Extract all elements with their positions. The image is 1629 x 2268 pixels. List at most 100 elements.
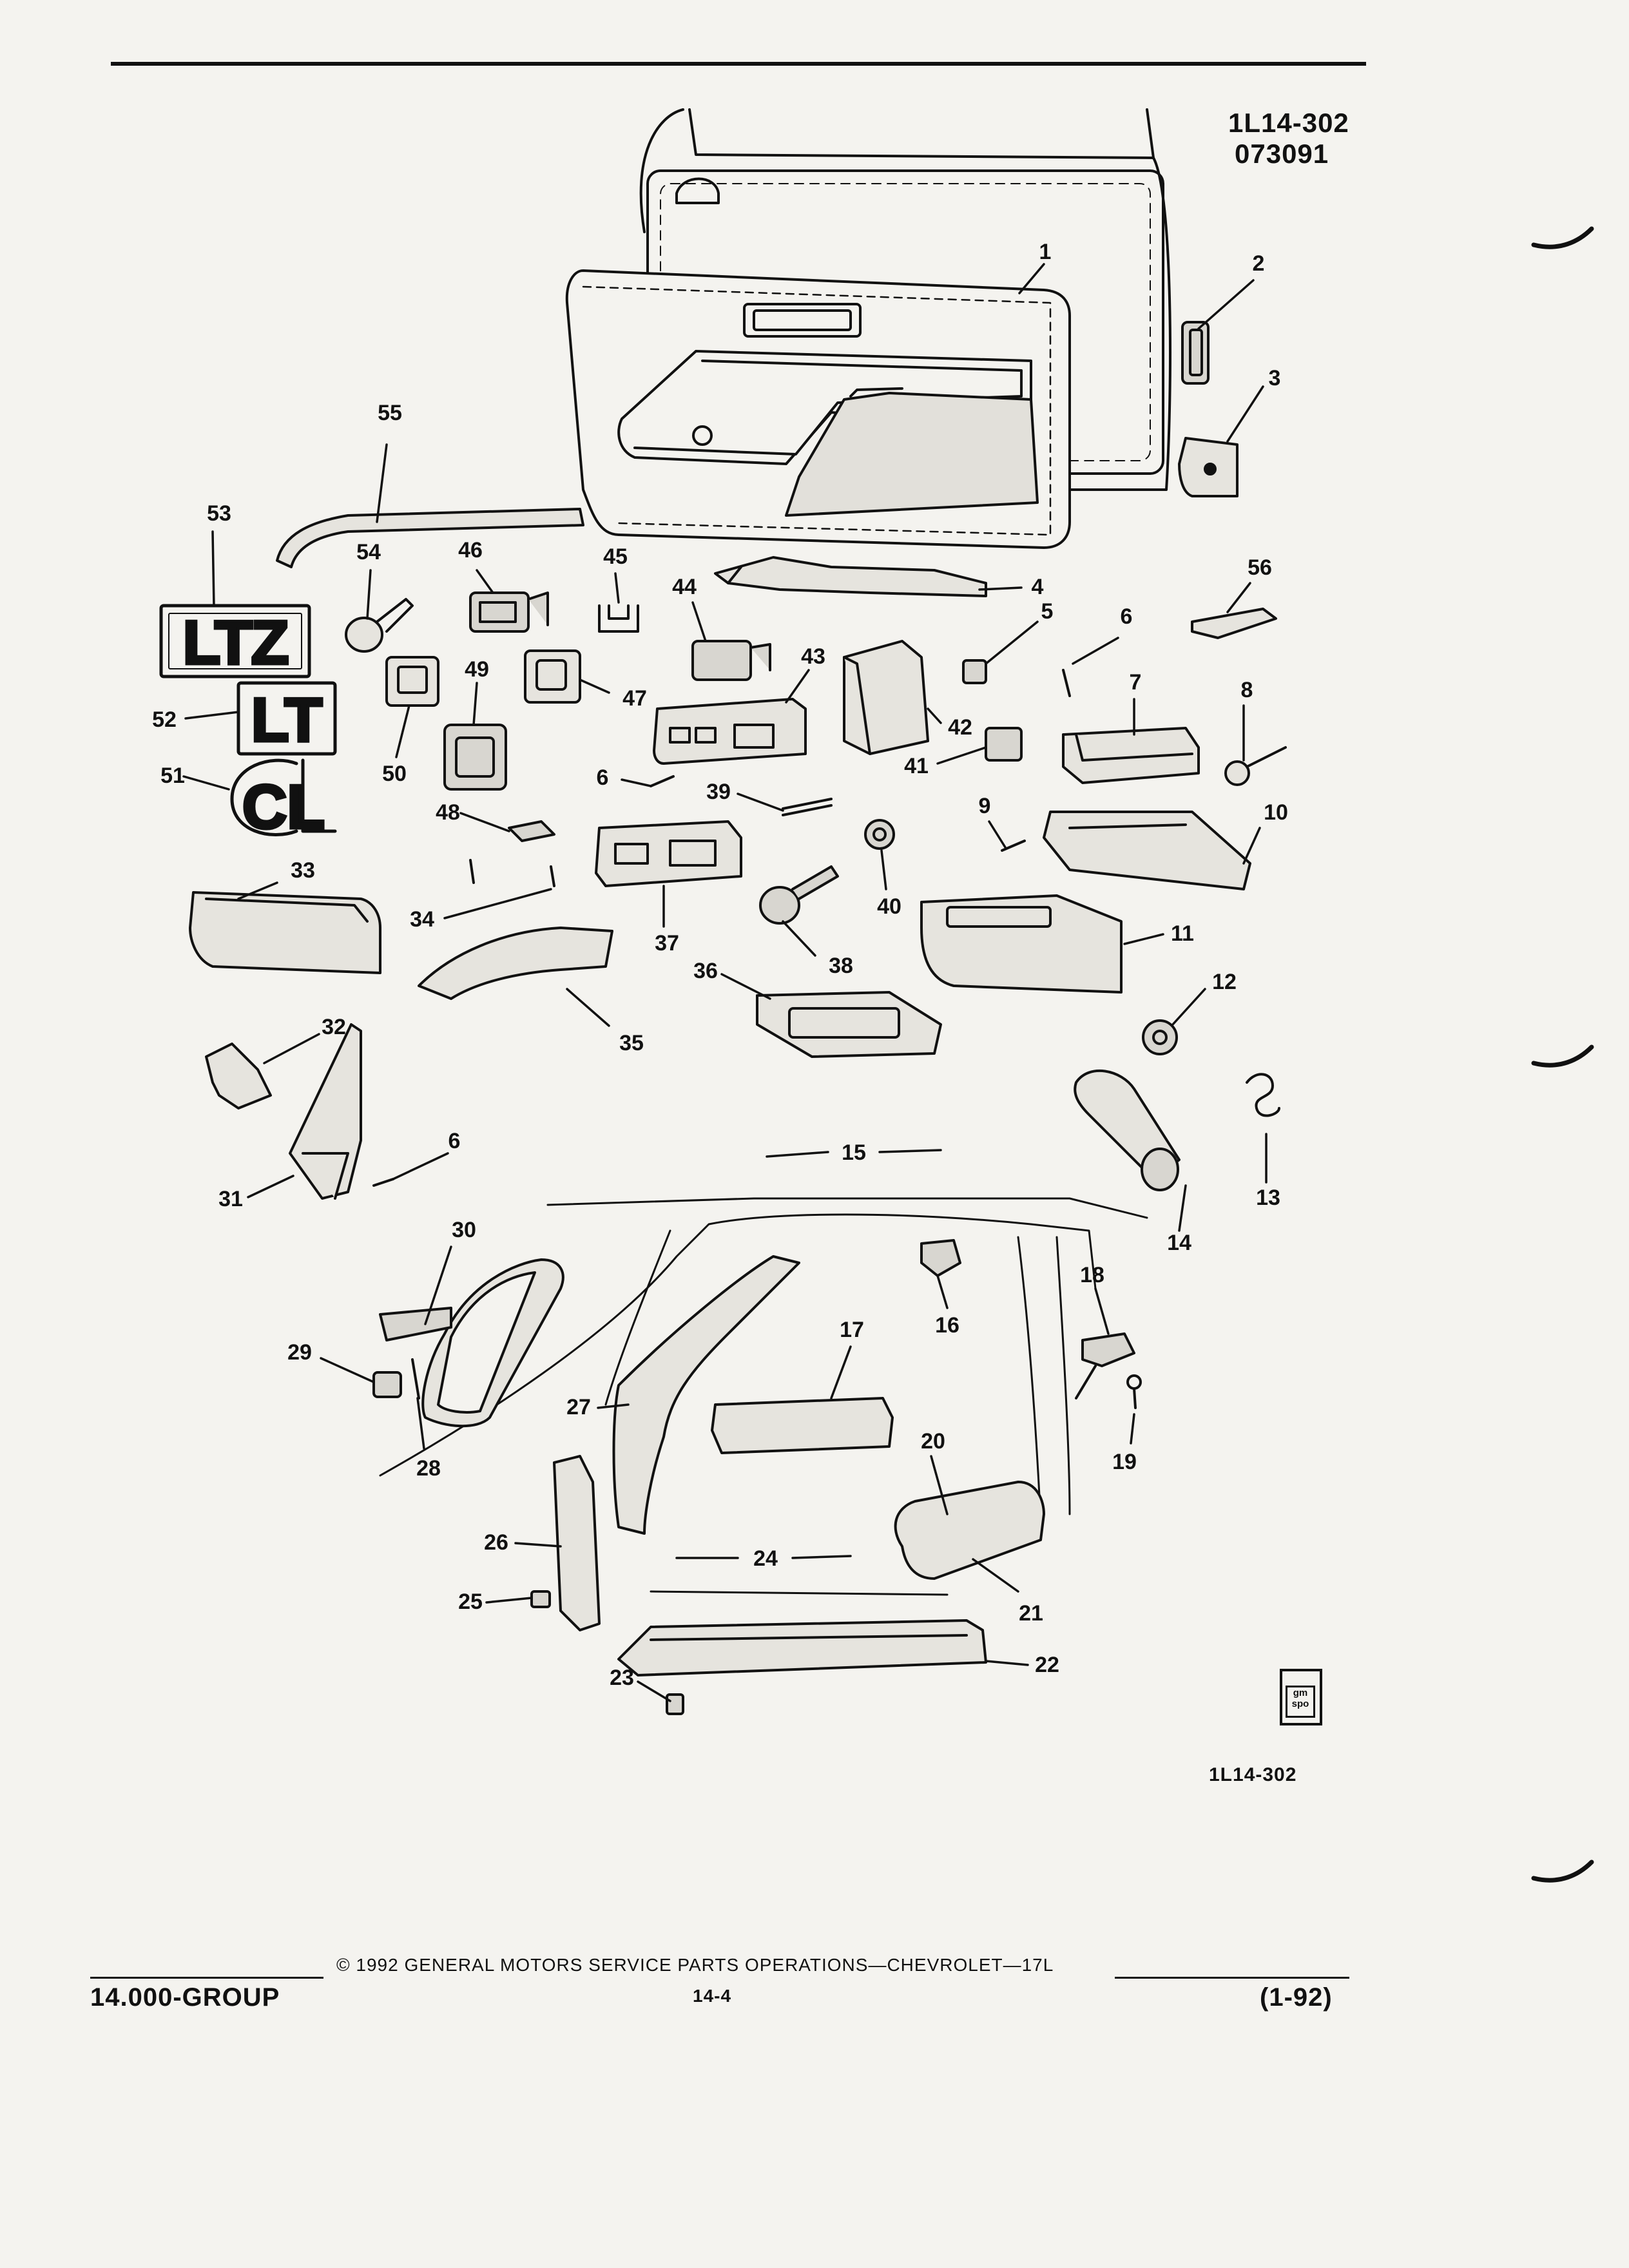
leader-52 bbox=[184, 711, 240, 720]
footer-page-number: 14-4 bbox=[693, 1986, 732, 2006]
leader-9 bbox=[988, 820, 1007, 849]
leader-48 bbox=[459, 812, 510, 832]
callout-38: 38 bbox=[829, 954, 853, 978]
callout-7: 7 bbox=[1130, 670, 1142, 695]
part-44-switch bbox=[691, 640, 771, 681]
part-11-armrest bbox=[920, 894, 1123, 994]
leader-3 bbox=[1226, 385, 1264, 443]
callout-20: 20 bbox=[921, 1429, 945, 1454]
leader-6b bbox=[621, 778, 652, 787]
callout-49: 49 bbox=[465, 657, 489, 682]
part-12-bushing bbox=[1142, 1019, 1178, 1055]
leader-25 bbox=[485, 1597, 533, 1604]
callout-40: 40 bbox=[877, 894, 901, 919]
part-8-screw bbox=[1224, 746, 1287, 786]
callout-17: 17 bbox=[840, 1318, 864, 1342]
callout-4: 4 bbox=[1032, 575, 1044, 599]
callout-9: 9 bbox=[979, 794, 991, 818]
leader-11 bbox=[1123, 933, 1164, 945]
callout-54: 54 bbox=[356, 540, 381, 564]
part-29-cap bbox=[372, 1371, 402, 1398]
leader-54 bbox=[366, 569, 372, 620]
leader-34 bbox=[443, 888, 552, 919]
leader-40 bbox=[880, 849, 887, 890]
leader-24b bbox=[791, 1555, 852, 1559]
part-32-clip bbox=[205, 1043, 272, 1110]
part-42-cover bbox=[843, 640, 929, 755]
callout-45: 45 bbox=[603, 544, 628, 569]
leader-44 bbox=[691, 601, 707, 642]
door-trim-panel bbox=[565, 269, 1071, 549]
part-21-cover bbox=[894, 1481, 1045, 1580]
leader-18 bbox=[1094, 1287, 1110, 1335]
leader-33 bbox=[237, 881, 278, 900]
leader-5 bbox=[985, 620, 1039, 665]
callout-31: 31 bbox=[218, 1187, 243, 1211]
callout-55: 55 bbox=[378, 401, 402, 425]
part-6-screw-c bbox=[372, 1178, 394, 1187]
figure-code: 1L14-302 bbox=[1228, 108, 1349, 138]
callout-13: 13 bbox=[1256, 1186, 1280, 1210]
callout-10: 10 bbox=[1264, 800, 1288, 825]
callout-51: 51 bbox=[160, 764, 185, 788]
callout-35: 35 bbox=[619, 1031, 644, 1055]
callout-33: 33 bbox=[291, 858, 315, 883]
part-13-clip bbox=[1246, 1073, 1280, 1117]
callout-23: 23 bbox=[610, 1666, 634, 1690]
leader-10 bbox=[1242, 827, 1261, 865]
part-7-grille bbox=[1062, 727, 1200, 784]
callout-26: 26 bbox=[484, 1530, 508, 1555]
part-40-grommet bbox=[864, 819, 895, 850]
part-27-pillar bbox=[612, 1255, 800, 1535]
leader-12 bbox=[1171, 988, 1206, 1026]
callout-27: 27 bbox=[566, 1395, 591, 1419]
callout-41: 41 bbox=[904, 754, 929, 778]
callout-14: 14 bbox=[1167, 1231, 1191, 1255]
leader-38 bbox=[782, 920, 816, 957]
part-36-plate bbox=[756, 991, 942, 1058]
binder-marks bbox=[1531, 226, 1594, 1883]
callout-16: 16 bbox=[935, 1313, 959, 1338]
callout-25: 25 bbox=[458, 1590, 483, 1614]
callout-24: 24 bbox=[753, 1546, 778, 1571]
part-19-screw bbox=[1126, 1374, 1142, 1409]
callout-32: 32 bbox=[322, 1015, 346, 1039]
part-2-clip bbox=[1181, 321, 1210, 385]
leader-31 bbox=[247, 1175, 294, 1198]
part-14-handle bbox=[1074, 1069, 1181, 1191]
leader-32 bbox=[263, 1033, 320, 1064]
callout-46: 46 bbox=[458, 538, 483, 562]
leader-1 bbox=[1018, 263, 1045, 294]
leader-14 bbox=[1178, 1184, 1187, 1232]
leader-36 bbox=[720, 973, 771, 1000]
part-47-bezel bbox=[524, 649, 581, 704]
callout-34: 34 bbox=[410, 907, 434, 932]
callout-6: 6 bbox=[1121, 604, 1133, 629]
emblem-ltz bbox=[159, 604, 311, 678]
callout-39: 39 bbox=[706, 780, 731, 804]
part-49-switch bbox=[443, 724, 507, 791]
leader-30 bbox=[424, 1245, 452, 1325]
leader-50 bbox=[395, 704, 410, 758]
part-30-window-trim bbox=[421, 1258, 564, 1428]
leader-16 bbox=[936, 1274, 949, 1309]
part-48-clip bbox=[508, 820, 555, 842]
leader-15a bbox=[766, 1151, 829, 1158]
leader-21 bbox=[972, 1558, 1019, 1593]
callout-50: 50 bbox=[382, 762, 407, 786]
part-55-weatherstrip bbox=[276, 508, 584, 568]
part-37-bezel bbox=[595, 820, 742, 887]
gm-spo-logo: gm spo bbox=[1280, 1669, 1322, 1725]
leader-35 bbox=[566, 988, 610, 1027]
part-46-switch bbox=[469, 591, 549, 633]
leader-46 bbox=[476, 569, 494, 594]
leader-39 bbox=[737, 793, 784, 812]
part-38-fastener bbox=[759, 865, 839, 925]
leader-43 bbox=[785, 669, 810, 704]
leader-56 bbox=[1226, 582, 1251, 613]
part-33-pull-cup bbox=[189, 891, 381, 974]
part-18-latch bbox=[1075, 1332, 1135, 1399]
part-50-bezel bbox=[385, 656, 439, 707]
leader-47 bbox=[579, 678, 610, 694]
